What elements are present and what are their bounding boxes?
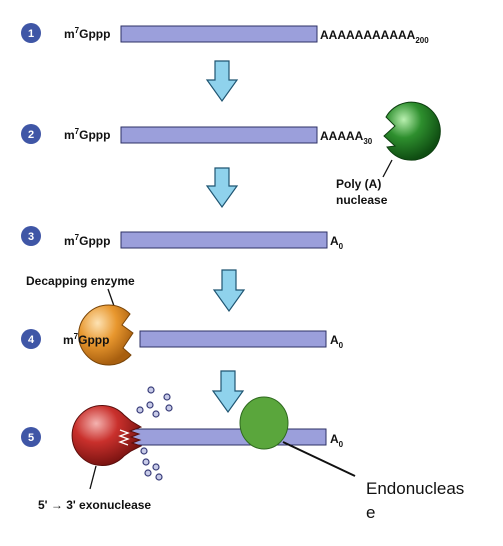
step-2-number: 2 (28, 129, 34, 141)
exonuclease-shape (71, 405, 143, 466)
cap-suffix: Gppp (79, 128, 110, 142)
poly-a-nuclease-shape (383, 101, 441, 161)
tail-main: AAAAAAAAAAA (320, 28, 416, 42)
tail-subscript: 0 (339, 440, 344, 449)
cap-suffix: Gppp (79, 234, 110, 248)
cap-prefix: m (63, 333, 74, 347)
step-1-badge: 1 (21, 23, 41, 43)
exonuclease-pointer-line (89, 465, 97, 490)
cap-prefix: m (64, 27, 75, 41)
step-1-mrna-bar (120, 25, 318, 43)
nucleotide-dot (142, 458, 150, 466)
step-5-badge: 5 (21, 427, 41, 447)
down-arrow-2 (205, 167, 239, 209)
poly-a-nuclease-pointer-line (382, 159, 393, 178)
cap-suffix: Gppp (78, 333, 109, 347)
step-5: 5 Endonucleas e A0 5' → (21, 386, 464, 522)
nucleotide-dot (144, 469, 152, 477)
endonuclease-label-line1: Endonucleas (366, 479, 464, 498)
tail-subscript: 200 (415, 36, 429, 45)
cap-superscript: 7 (75, 127, 80, 136)
step-4-mrna-bar (139, 330, 327, 348)
cap-superscript: 7 (75, 233, 80, 242)
step-3: 3 m7Gppp A0 (21, 226, 344, 251)
step-1-poly-a-tail: AAAAAAAAAAA200 (320, 28, 429, 45)
exonuclease-label: 5' → 3' exonuclease (38, 498, 151, 512)
step-5-number: 5 (28, 432, 34, 444)
decapping-enzyme-shape (78, 304, 134, 366)
step-4-cap-label: m7Gppp (63, 332, 109, 347)
nucleotide-dot (165, 404, 173, 412)
nucleotide-dot (140, 447, 148, 455)
step-2-cap-label: m7Gppp (64, 127, 110, 142)
step-1-cap-label: m7Gppp (64, 26, 110, 41)
step-1: 1 m7Gppp AAAAAAAAAAA200 (21, 23, 429, 45)
tail-main: A (330, 432, 339, 446)
endonuclease-label-line2: e (366, 503, 375, 522)
step-4: Decapping enzyme 4 m7Gppp A0 (21, 274, 344, 366)
step-3-poly-a-tail: A0 (330, 234, 344, 251)
cap-prefix: m (64, 128, 75, 142)
cap-superscript: 7 (75, 26, 80, 35)
endonuclease-pointer-line (282, 441, 356, 477)
cap-superscript: 7 (74, 332, 79, 341)
cap-suffix: Gppp (79, 27, 110, 41)
tail-main: A (330, 333, 339, 347)
released-nucleotides (136, 386, 173, 481)
step-2: 2 m7Gppp AAAAA30 Poly (A) nuclease (21, 101, 441, 207)
tail-main: A (330, 234, 339, 248)
step-2-mrna-bar (120, 126, 318, 144)
tail-subscript: 0 (339, 341, 344, 350)
step-3-cap-label: m7Gppp (64, 233, 110, 248)
step-3-number: 3 (28, 231, 34, 243)
step-4-number: 4 (28, 334, 35, 346)
decapping-enzyme-label: Decapping enzyme (26, 274, 135, 288)
cap-prefix: m (64, 234, 75, 248)
endonuclease-shape (239, 396, 289, 450)
step-4-poly-a-tail: A0 (330, 333, 344, 350)
step-4-badge: 4 (21, 329, 41, 349)
step-2-badge: 2 (21, 124, 41, 144)
tail-main: AAAAA (320, 129, 364, 143)
tail-subscript: 30 (363, 137, 372, 146)
poly-a-nuclease-label-line2: nuclease (336, 193, 388, 207)
poly-a-nuclease-label-line1: Poly (A) (336, 177, 381, 191)
decapping-enzyme-pointer-line (107, 288, 115, 307)
down-arrow-4 (211, 370, 245, 414)
nucleotide-dot (147, 386, 155, 394)
nucleotide-dot (152, 463, 160, 471)
down-arrow-3 (212, 269, 246, 313)
step-5-poly-a-tail: A0 (330, 432, 344, 449)
tail-subscript: 0 (339, 242, 344, 251)
step-3-mrna-bar (120, 231, 328, 249)
nucleotide-dot (146, 401, 154, 409)
down-arrow-1 (205, 60, 239, 103)
nucleotide-dot (163, 393, 171, 401)
step-2-poly-a-tail: AAAAA30 (320, 129, 373, 146)
nucleotide-dot (136, 406, 144, 414)
step-5-mrna-bar (128, 428, 327, 446)
step-3-badge: 3 (21, 226, 41, 246)
step-1-number: 1 (28, 28, 34, 40)
nucleotide-dot (152, 410, 160, 418)
nucleotide-dot (155, 473, 163, 481)
